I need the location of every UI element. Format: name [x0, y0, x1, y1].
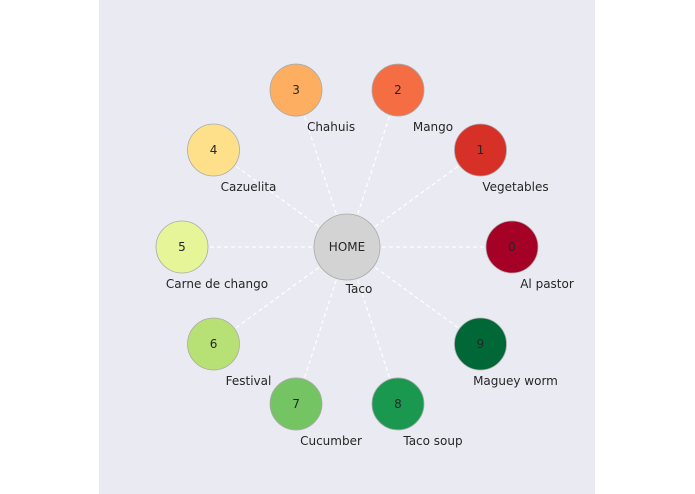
node-label: Mango — [413, 120, 453, 134]
node-number: 8 — [394, 397, 402, 411]
node-number: 5 — [178, 240, 186, 254]
node-circle — [454, 123, 507, 177]
node-circle — [371, 377, 425, 431]
node-number: 4 — [210, 143, 218, 157]
node-number: 9 — [477, 337, 485, 351]
hub-circle — [313, 213, 381, 281]
node-circle — [269, 377, 323, 431]
node-label: Festival — [226, 374, 272, 388]
node-number: 0 — [508, 240, 516, 254]
node-label: Cucumber — [300, 434, 362, 448]
hub-caption: Taco — [345, 282, 373, 296]
node-number: 6 — [210, 337, 218, 351]
hub-node[interactable]: HOME Taco — [313, 213, 381, 296]
node-0[interactable]: 0 Al pastor — [485, 220, 574, 291]
nodes: 0Al pastor1Vegetables2Mango3Chahuis4Cazu… — [155, 63, 574, 448]
node-label: Chahuis — [307, 120, 355, 134]
node-circle — [187, 123, 240, 177]
node-label: Carne de chango — [166, 277, 268, 291]
node-label: Vegetables — [482, 180, 548, 194]
node-number: 2 — [394, 83, 402, 97]
node-number: 7 — [292, 397, 300, 411]
node-number: 3 — [292, 83, 300, 97]
node-label: Cazuelita — [221, 180, 277, 194]
node-label: Taco soup — [402, 434, 462, 448]
node-label: Al pastor — [520, 277, 574, 291]
node-circle — [371, 63, 425, 117]
node-number: 1 — [477, 143, 485, 157]
node-label: Maguey worm — [473, 374, 558, 388]
hub-label: HOME — [329, 240, 365, 254]
node-circle — [485, 220, 539, 274]
node-circle — [187, 317, 240, 371]
node-circle — [269, 63, 323, 117]
node-circle — [155, 220, 209, 274]
node-circle — [454, 317, 507, 371]
